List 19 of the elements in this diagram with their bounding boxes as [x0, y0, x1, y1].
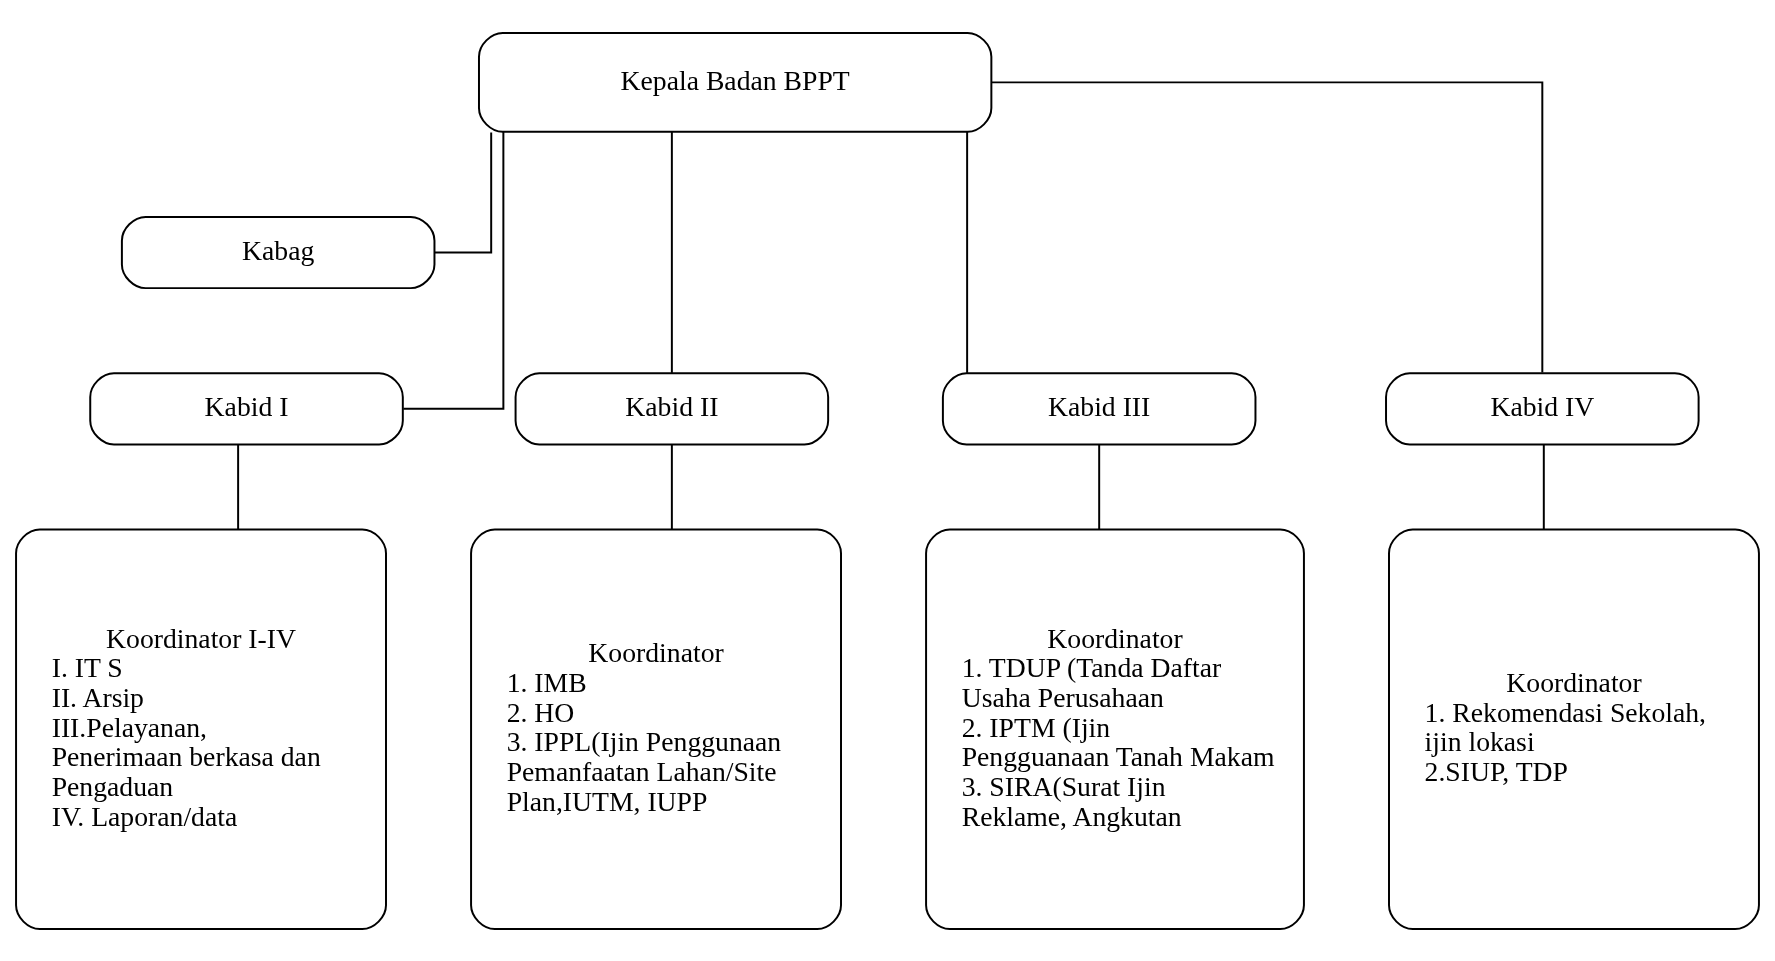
node-box: Kabid IV	[1385, 371, 1700, 445]
node-box: Kepala Badan BPPT	[478, 31, 993, 133]
node-box: Kabid I	[89, 371, 404, 445]
connector	[1098, 443, 1101, 530]
connector	[670, 443, 673, 530]
connector	[990, 80, 1544, 374]
connector	[402, 130, 505, 410]
node-box: Koordinator I-IV I. IT S II. Arsip III.Pelayanan, Penerimaan berkasa dan Pengaduan IV. Laporan/data	[15, 528, 387, 930]
node-box: Kabid II	[514, 371, 830, 445]
node-box: Koordinator 1. IMB 2. HO 3. IPPL(Ijin Penggunaan Pemanfaatan Lahan/Site Plan,IUTM, IUPP	[470, 528, 842, 930]
connector	[433, 131, 493, 253]
node-box: Kabid III	[941, 371, 1257, 445]
node-box: Koordinator 1. TDUP (Tanda Daftar Usaha Perusahaan 2. IPTM (Ijin Pengguanaan Tanah Makam 3. SIRA(Surat Ijin Reklame, Angkutan	[925, 528, 1305, 930]
connector	[237, 443, 240, 530]
connector	[1542, 443, 1545, 530]
connector	[670, 130, 673, 374]
connector	[966, 130, 969, 374]
node-box: Kabag	[120, 215, 436, 289]
node-box: Koordinator 1. Rekomendasi Sekolah, ijin lokasi 2.SIUP, TDP	[1388, 528, 1760, 930]
